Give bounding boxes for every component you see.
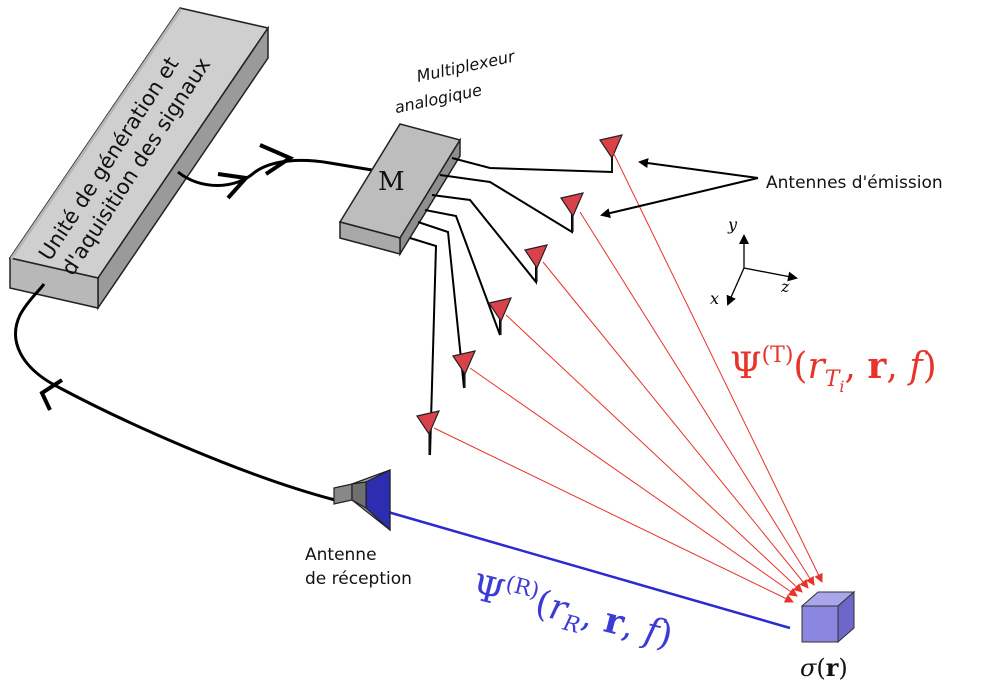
axis-x-label: x <box>710 289 719 308</box>
psi-r-sub: R <box>559 610 582 639</box>
antenna-wires <box>409 150 613 456</box>
rx-antenna-label-line1: Antenne <box>305 545 377 565</box>
cable-arrow-2 <box>39 378 64 411</box>
rx-to-unit-cable <box>14 283 336 502</box>
psi-t-sep2: , <box>886 346 909 387</box>
emission-field-formula: Ψ(T)(rTi, r, f) <box>730 343 937 396</box>
axis-z-label: z <box>780 277 790 296</box>
tx-antenna-6 <box>416 410 441 455</box>
sigma-base: σ <box>800 654 817 682</box>
tx-antenna-3 <box>524 244 549 282</box>
tx-antenna-4 <box>488 297 513 335</box>
sigma-close: ) <box>838 654 847 682</box>
multiplexer-label: Multiplexeur analogique <box>387 46 526 118</box>
psi-t-subsub: i <box>839 377 844 396</box>
multiplexer-label-line2: analogique <box>393 80 484 117</box>
emission-rays <box>433 149 823 603</box>
tx-antennas <box>416 134 624 455</box>
target-cube <box>800 590 856 644</box>
unit-to-mux-cable <box>177 143 373 200</box>
psi-t-sep1: , <box>845 346 868 387</box>
coordinate-axes <box>726 234 798 306</box>
psi-r-base: Ψ <box>468 567 509 614</box>
psi-t-close: ) <box>923 346 937 387</box>
tx-label-arrows <box>600 158 759 219</box>
rx-horn-antenna <box>333 469 391 532</box>
axis-y-label: y <box>727 215 738 234</box>
tx-antenna-1 <box>599 134 624 172</box>
reception-arrow <box>372 500 791 630</box>
rx-antenna-label-line2: de réception <box>305 569 412 589</box>
tx-antennas-label: Antennes d'émission <box>766 173 943 193</box>
cable-arrow-1 <box>217 172 250 200</box>
tx-antenna-5 <box>452 350 477 388</box>
multiplexer-symbol: M <box>378 167 405 197</box>
psi-t-base: Ψ <box>730 346 762 387</box>
psi-t-r: r <box>807 346 826 387</box>
reception-field-formula: Ψ(R)(rR, r, f) <box>467 564 678 661</box>
psi-t-sup: (T) <box>762 343 794 368</box>
tx-antenna-2 <box>560 192 585 232</box>
sigma-label: σ(r) <box>800 653 848 682</box>
psi-t-sub: T <box>825 367 842 392</box>
psi-t-vec: r <box>867 345 887 387</box>
signal-unit-box: Unité de génération et d'aquisition des … <box>8 7 270 311</box>
rx-antenna-label: Antenne de réception <box>305 545 412 589</box>
psi-t-open: ( <box>793 346 807 387</box>
multiplexer-label-line1: Multiplexeur <box>415 46 518 86</box>
sigma-open: ( <box>816 654 825 682</box>
sigma-vec: r <box>826 653 839 682</box>
multiplexer-box: M <box>338 123 462 257</box>
